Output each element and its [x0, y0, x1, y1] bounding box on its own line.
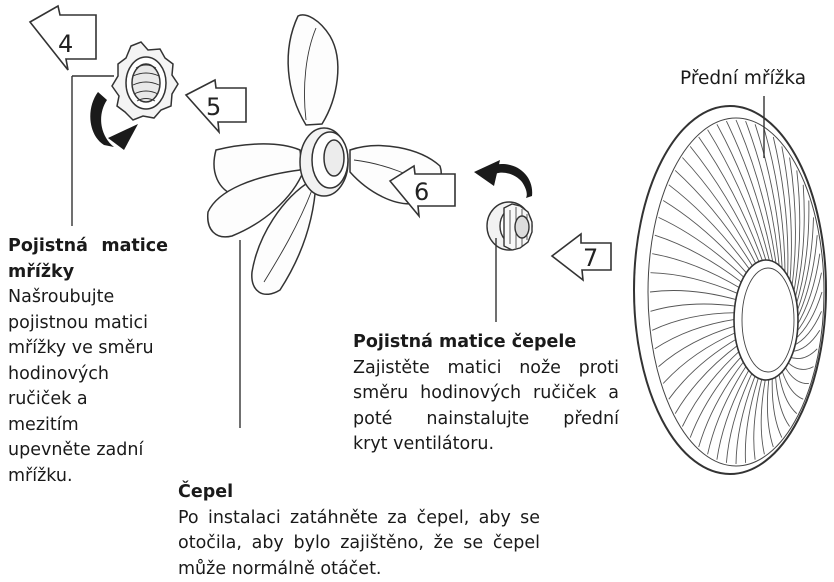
rotate-counterclockwise-icon	[474, 160, 532, 198]
grille-nut-instruction-line: mřížku.	[8, 464, 168, 490]
blade-nut-instruction-line: poté nainstalujte přední	[353, 407, 619, 433]
grille-nut-instruction-line: ručiček a	[8, 387, 168, 413]
step-arrow-7: 7	[552, 234, 611, 280]
blade-nut-title: Pojistná matice čepele	[353, 330, 619, 356]
grille-nut-instruction-line: mřížky ve směru	[8, 336, 168, 362]
blade-instruction-line: otočila, aby bylo zajištěno, že se čepel	[178, 531, 540, 557]
blade-callout: Čepel Po instalaci zatáhněte za čepel, a…	[178, 480, 540, 582]
grille-nut-instruction-line: upevněte zadní	[8, 438, 168, 464]
blade-nut-instruction-line: směru hodinových ručiček a	[353, 381, 619, 407]
step-number-7: 7	[583, 244, 598, 272]
grille-nut-instruction-line: mezitím	[8, 413, 168, 439]
step-number-4: 4	[58, 30, 73, 58]
grille-nut-instruction-line: Našroubujte	[8, 285, 168, 311]
fan-blade	[208, 15, 441, 294]
blade-nut-instruction-line: kryt ventilátoru.	[353, 432, 619, 458]
blade-nut-callout: Pojistná matice čepele Zajistěte matici …	[353, 330, 619, 458]
step-number-6: 6	[414, 178, 429, 206]
grille-nut-instruction-line: hodinových	[8, 362, 168, 388]
grille-nut-instruction-line: pojistnou matici	[8, 311, 168, 337]
grille-nut-title-line1: Pojistná matice	[8, 234, 168, 260]
blade-instruction-line: Po instalaci zatáhněte za čepel, aby se	[178, 506, 540, 532]
step-arrow-5: 5	[186, 80, 246, 132]
blade-instruction-line: může normálně otáčet.	[178, 557, 540, 582]
blade-title: Čepel	[178, 480, 540, 506]
step-arrow-4: 4	[30, 6, 96, 70]
blade-lock-nut	[487, 202, 532, 250]
grille-nut-title-line2: mřížky	[8, 260, 168, 286]
front-grille-label: Přední mřížka	[680, 66, 806, 92]
front-grille	[634, 106, 826, 474]
grille-lock-nut	[112, 42, 178, 120]
blade-nut-instruction-line: Zajistěte matici nože proti	[353, 356, 619, 382]
step-number-5: 5	[206, 93, 221, 121]
